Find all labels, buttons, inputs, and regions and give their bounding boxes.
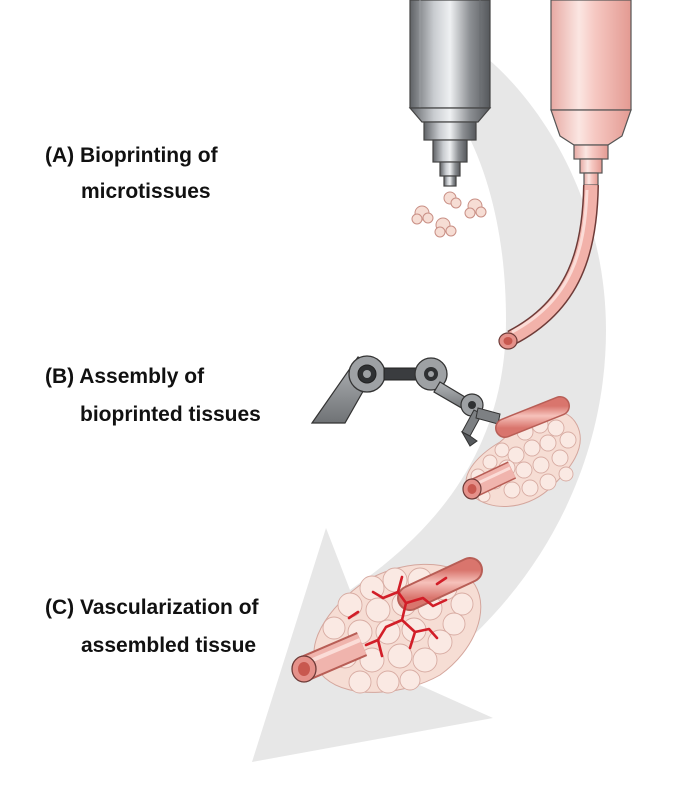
curved-arrow-icon [252, 58, 606, 762]
tissue-assembly-b [462, 396, 581, 507]
step-c-line2: assembled tissue [81, 634, 257, 657]
step-c-line1: (C) Vascularization of [45, 596, 259, 619]
step-a-line1: (A) Bioprinting of [45, 144, 218, 167]
step-a-line2: microtissues [81, 180, 211, 203]
vascularized-tissue-c [291, 557, 483, 694]
microtissue-spheroid-icon [411, 191, 487, 238]
robotic-arm-icon [310, 355, 512, 447]
step-b-line2: bioprinted tissues [80, 403, 261, 426]
print-nozzle-icon [408, 0, 492, 187]
step-b-line1: (B) Assembly of [45, 365, 205, 388]
extrusion-nozzle-icon [498, 0, 632, 350]
